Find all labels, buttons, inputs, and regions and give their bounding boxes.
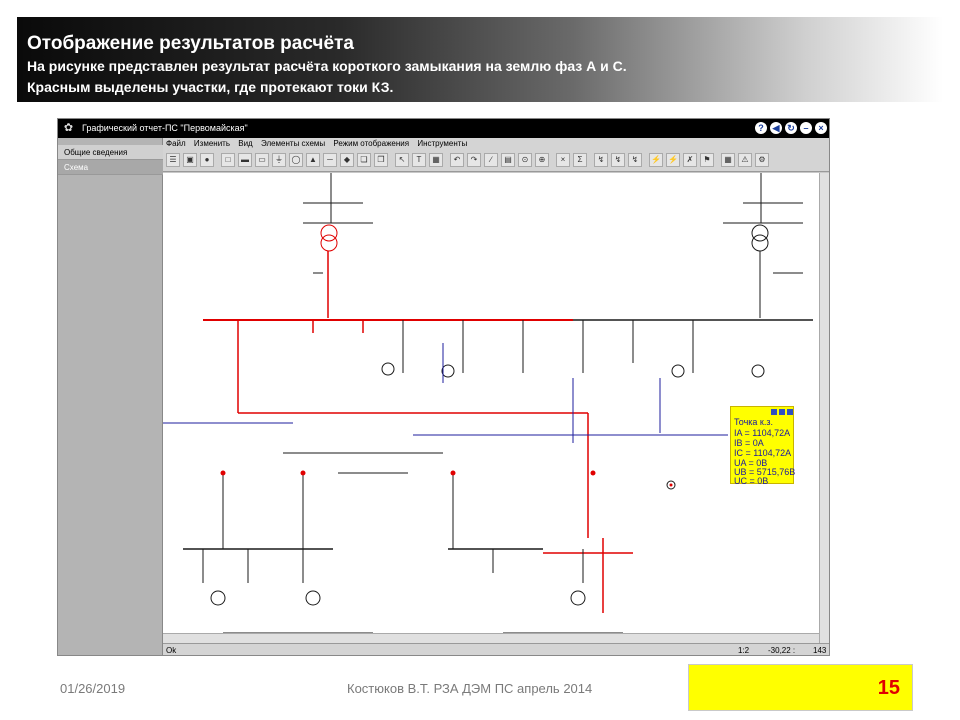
status-coordinates: -30,22 :: [768, 646, 796, 655]
app-logo-icon: ✿: [63, 122, 74, 134]
measure-icon[interactable]: ⊙: [518, 153, 532, 167]
cursor-icon[interactable]: ↖: [395, 153, 409, 167]
navigation-panel: Общие сведения Схема: [58, 138, 163, 655]
report-icon[interactable]: ▦: [721, 153, 735, 167]
minimize-icon[interactable]: –: [800, 122, 812, 134]
bus-feeders: [381, 320, 765, 378]
fault-current-path[interactable]: [237, 320, 633, 613]
disconnector-icon[interactable]: ▭: [255, 153, 269, 167]
copy-icon[interactable]: ❏: [357, 153, 371, 167]
vertical-scrollbar[interactable]: [819, 173, 829, 643]
short-circuit-icon[interactable]: ⚡: [649, 153, 663, 167]
horizontal-scrollbar[interactable]: [163, 633, 819, 643]
slide-header: Отображение результатов расчёта На рисун…: [17, 17, 943, 102]
menu-view[interactable]: Вид: [238, 139, 253, 148]
target-icon[interactable]: ⊕: [535, 153, 549, 167]
fault-box-menu-icon[interactable]: [771, 409, 777, 415]
footer-date: 01/26/2019: [60, 681, 126, 696]
undo-icon[interactable]: ↶: [450, 153, 464, 167]
slide-subtitle-line2: Красным выделены участки, где протекают …: [27, 79, 394, 95]
transformer-icon[interactable]: ◯: [289, 153, 303, 167]
fault-box-ub: UB = 5715,76B: [734, 467, 796, 477]
nav-item-scheme[interactable]: Схема: [58, 160, 163, 175]
fault-box-title: Точка к.з.: [734, 417, 773, 427]
help-icon[interactable]: ?: [755, 122, 767, 134]
toolbar: ☰ ▣ ● □ ▬ ▭ ⏚ ◯ ▲ ─ ◆ ❏ ❐ ↖ T ▦ ↶ ↷ ∕ ▤ …: [163, 150, 829, 172]
redo-icon[interactable]: ↷: [467, 153, 481, 167]
page-number: 15: [877, 677, 900, 699]
node-icon[interactable]: ◆: [340, 153, 354, 167]
fault-ground-icon[interactable]: ↯: [628, 153, 642, 167]
fault-box-close-icon[interactable]: [787, 409, 793, 415]
menu-tools[interactable]: Инструменты: [417, 139, 468, 148]
record-icon[interactable]: ●: [200, 153, 214, 167]
footer-author-text: Костюков В.Т. РЗА ДЭМ ПС апрель 2014: [347, 681, 593, 696]
status-value: 143: [813, 646, 827, 655]
slide-title: Отображение результатов расчёта: [27, 33, 354, 54]
wire-tool-icon[interactable]: ∕: [484, 153, 498, 167]
fault-box-uc: UC = 0B: [734, 476, 769, 486]
menu-display-mode[interactable]: Режим отображения: [333, 139, 410, 148]
menu-bar: Файл Изменить Вид Элементы схемы Режим о…: [163, 138, 829, 150]
menu-file[interactable]: Файл: [166, 139, 186, 148]
flag-icon[interactable]: ⚑: [700, 153, 714, 167]
transformer-t1[interactable]: [303, 173, 373, 318]
back-icon[interactable]: ◀: [770, 122, 782, 134]
transformer-t2[interactable]: [723, 173, 803, 318]
blue-link-lines: [163, 343, 728, 443]
table-icon[interactable]: ▤: [501, 153, 515, 167]
settings-icon[interactable]: ⚙: [755, 153, 769, 167]
fault-box-ia: IA = 1104,72A: [734, 428, 791, 438]
fault-markers: [220, 470, 596, 476]
window-titlebar: ✿ Графический отчет-ПС "Первомайская" ? …: [58, 119, 829, 138]
status-message: Ok: [166, 646, 177, 655]
refresh-icon[interactable]: ↻: [785, 122, 797, 134]
load-icon[interactable]: ▲: [306, 153, 320, 167]
window-title: Графический отчет-ПС "Первомайская": [82, 123, 248, 133]
save-icon[interactable]: ▣: [183, 153, 197, 167]
nav-item-general-info[interactable]: Общие сведения: [58, 145, 163, 160]
warning-icon[interactable]: ⚠: [738, 153, 752, 167]
fault-box-pin-icon[interactable]: [779, 409, 785, 415]
fault-box-ib: IB = 0A: [734, 438, 764, 448]
short-circuit-2-icon[interactable]: ⚡: [666, 153, 680, 167]
status-scale: 1:2: [738, 646, 750, 655]
breaker-icon[interactable]: □: [221, 153, 235, 167]
scheme-diagram: [163, 173, 813, 634]
fault-box-ua: UA = 0B: [734, 458, 768, 468]
fault-icon[interactable]: ↯: [594, 153, 608, 167]
page-number-box: 15: [688, 664, 913, 711]
ground-icon[interactable]: ⏚: [272, 153, 286, 167]
fault-phase-icon[interactable]: ↯: [611, 153, 625, 167]
menu-scheme-elements[interactable]: Элементы схемы: [260, 139, 326, 148]
paste-icon[interactable]: ❐: [374, 153, 388, 167]
line-icon[interactable]: ─: [323, 153, 337, 167]
status-bar: Ok 1:2 -30,22 : 143: [163, 643, 829, 655]
fault-box-ic: IC = 1104,72A: [734, 448, 792, 458]
slide-subtitle-line1: На рисунке представлен результат расчёта…: [27, 58, 627, 74]
lower-feeders: [202, 452, 623, 634]
switch-icon[interactable]: ▬: [238, 153, 252, 167]
fault-info-box: Точка к.з. IA = 1104,72A IB = 0A IC = 11…: [730, 406, 796, 486]
close-icon[interactable]: ×: [815, 122, 827, 134]
fault-point-marker[interactable]: [666, 480, 676, 490]
menu-edit[interactable]: Изменить: [193, 139, 230, 148]
reset-fault-icon[interactable]: ✗: [683, 153, 697, 167]
delete-icon[interactable]: ×: [556, 153, 570, 167]
calc-icon[interactable]: Σ: [573, 153, 587, 167]
scheme-canvas[interactable]: Точка к.з. IA = 1104,72A IB = 0A IC = 11…: [163, 173, 819, 643]
app-window: ✿ Графический отчет-ПС "Первомайская" ? …: [57, 118, 830, 656]
grid-icon[interactable]: ▦: [429, 153, 443, 167]
open-icon[interactable]: ☰: [166, 153, 180, 167]
text-icon[interactable]: T: [412, 153, 426, 167]
